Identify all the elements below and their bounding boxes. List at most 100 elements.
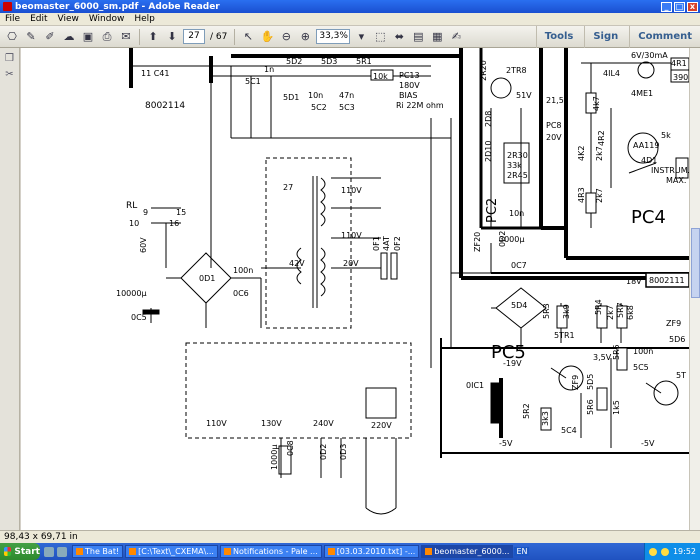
menu-view[interactable]: View: [57, 14, 79, 24]
task-explorer[interactable]: [C:\Text\_CXEMA\...: [125, 545, 218, 558]
label-2d8: 2D8: [484, 111, 493, 127]
page-size-readout: 98,43 x 69,71 in: [4, 532, 78, 542]
label-240v-sel: 240V: [313, 419, 334, 428]
label-20v: 20V: [343, 259, 359, 268]
label-0d2-b: 0D2: [498, 231, 507, 247]
document-view[interactable]: 11 C41 8002114 1n 5C1 5D2 5D3 5R1 10k PC…: [21, 48, 689, 530]
quicklaunch-icon[interactable]: [57, 546, 67, 557]
label-8002111: 8002111: [649, 276, 685, 285]
scrollbar-thumb[interactable]: [691, 228, 700, 298]
label-110v-sel: 110V: [206, 419, 227, 428]
label-110v-a: 110V: [341, 186, 362, 195]
fit-width-icon[interactable]: ⬌: [394, 30, 404, 43]
label-20v-b: 20V: [546, 133, 562, 142]
label-21-5: 21,5: [546, 96, 564, 105]
comment-note-icon[interactable]: ✍: [451, 30, 461, 43]
read-mode-icon[interactable]: ▦: [432, 30, 443, 43]
label-pc8: PC8: [546, 121, 562, 130]
sign-pane-button[interactable]: Sign: [584, 25, 626, 48]
task-adobe-reader[interactable]: beomaster_6000...: [421, 545, 514, 558]
label-4r1: 4R1: [671, 59, 687, 68]
label-5d6: 5D6: [669, 335, 685, 344]
page-down-icon[interactable]: ⬇: [167, 30, 177, 43]
page-up-icon[interactable]: ⬆: [148, 30, 158, 43]
label-0ic1: 0IC1: [466, 381, 484, 390]
label-390: 390: [673, 73, 688, 82]
label-2d10: 2D10: [484, 141, 493, 162]
label-max: MAX.: [666, 176, 686, 185]
minimize-button[interactable]: _: [661, 1, 672, 12]
label-5c3: 5C3: [339, 103, 355, 112]
label-pc5: PC5: [491, 342, 526, 363]
label-130v-sel: 130V: [261, 419, 282, 428]
label-2k7: 2k7: [606, 305, 615, 320]
start-label: Start: [14, 546, 40, 557]
start-button[interactable]: Start: [0, 543, 40, 560]
label-6k8: 6k8: [626, 305, 635, 320]
label-1000u: 1000μ: [270, 445, 279, 470]
create-pdf-icon[interactable]: ✎: [26, 30, 36, 43]
label-zf20: ZF20: [473, 232, 482, 252]
toolbar-separator: [139, 28, 140, 45]
page-display-icon[interactable]: ▤: [413, 30, 424, 43]
label-5d1: 5D1: [283, 93, 299, 102]
comment-pane-button[interactable]: Comment: [629, 25, 700, 48]
page-number-input[interactable]: 27: [183, 29, 205, 44]
title-bar: beomaster_6000_sm.pdf - Adobe Reader _ □…: [0, 0, 700, 13]
label-rl: RL: [126, 201, 137, 211]
zoom-in-icon[interactable]: ⊕: [300, 30, 310, 43]
label-220v: 220V: [371, 421, 392, 430]
label-0c6: 0C6: [233, 289, 249, 298]
label-3-5v: 3,5V: [593, 353, 612, 362]
open-icon[interactable]: ⎔: [7, 30, 17, 43]
quick-launch: [40, 546, 71, 557]
label-5c4: 5C4: [561, 426, 577, 435]
label-5d3: 5D3: [321, 57, 337, 66]
hand-icon[interactable]: ✋: [260, 30, 275, 43]
edit-icon[interactable]: ✐: [45, 30, 55, 43]
schematic-drawing: 11 C41 8002114 1n 5C1 5D2 5D3 5R1 10k PC…: [116, 48, 689, 515]
label-pin9: 9: [143, 208, 148, 217]
tray-icon[interactable]: [660, 547, 669, 556]
page-thumbnails-icon[interactable]: ❒: [5, 52, 14, 64]
task-the-bat[interactable]: The Bat!: [72, 545, 124, 558]
task-text-editor[interactable]: [03.03.2010.txt] -...: [323, 545, 420, 558]
zoom-input[interactable]: 33,3%: [316, 29, 351, 44]
label-pin15: 15: [176, 208, 186, 217]
label-10k: 10k: [373, 72, 388, 81]
quicklaunch-icon[interactable]: [44, 546, 54, 557]
label-zf9: ZF9: [571, 375, 580, 390]
label-0c7: 0C7: [511, 261, 527, 270]
attachments-icon[interactable]: ✂: [5, 68, 14, 80]
save-icon[interactable]: ▣: [82, 30, 94, 43]
label-33k-a: 33k: [507, 161, 522, 170]
menu-help[interactable]: Help: [134, 14, 155, 24]
close-button[interactable]: x: [687, 1, 698, 12]
tray-icon[interactable]: [648, 547, 657, 556]
menu-window[interactable]: Window: [88, 14, 125, 24]
zoom-dropdown-icon[interactable]: ▾: [358, 30, 365, 43]
vertical-scrollbar[interactable]: [689, 48, 700, 530]
print-icon[interactable]: ⎙: [102, 29, 112, 43]
maximize-button[interactable]: □: [674, 1, 685, 12]
label-pin10: 10: [129, 219, 139, 228]
label-5d4: 5D4: [511, 301, 527, 310]
select-arrow-icon[interactable]: ↖: [243, 30, 253, 43]
fit-page-icon[interactable]: ⬚: [375, 30, 386, 43]
navigation-pane: ❒ ✂: [0, 48, 20, 530]
zoom-out-icon[interactable]: ⊖: [281, 30, 291, 43]
menu-edit[interactable]: Edit: [30, 14, 48, 24]
tools-pane-button[interactable]: Tools: [535, 25, 582, 48]
cloud-icon[interactable]: ☁: [63, 30, 75, 43]
app-icon: [129, 548, 137, 555]
windows-flag-icon: [4, 547, 12, 556]
label-pc2: PC2: [485, 198, 500, 223]
label-5c1: 5C1: [245, 77, 261, 86]
menu-file[interactable]: File: [5, 14, 21, 24]
label-4d1: 4D1: [641, 156, 657, 165]
language-indicator[interactable]: EN: [514, 547, 530, 556]
system-tray: 19:52: [643, 543, 700, 560]
task-notifications[interactable]: Notifications - Pale ...: [219, 545, 322, 558]
label-5t: 5T: [676, 371, 686, 380]
mail-icon[interactable]: ✉: [121, 30, 131, 43]
